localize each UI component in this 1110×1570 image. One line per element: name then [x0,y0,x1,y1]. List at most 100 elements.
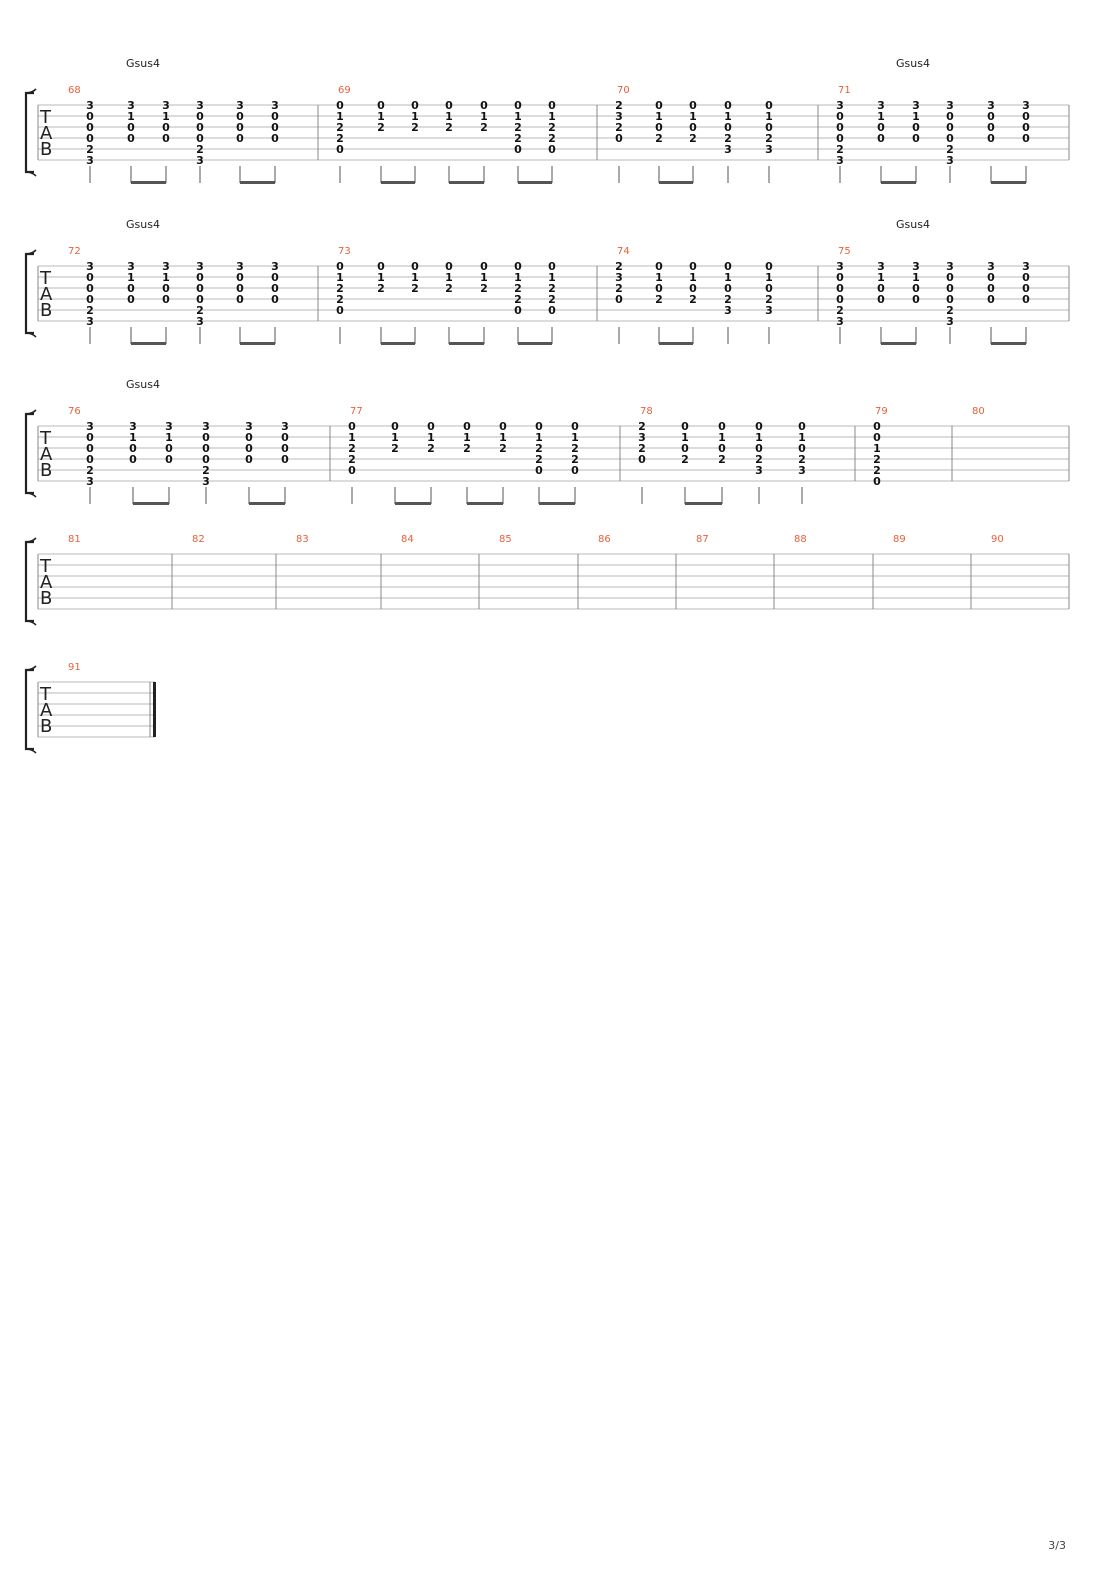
fret-number: 2 [946,304,954,317]
fret-number: 1 [165,431,173,444]
fret-number: 2 [514,282,522,295]
fret-number: 2 [514,293,522,306]
fret-number: 0 [718,442,726,455]
measure-number: 79 [875,406,888,417]
fret-number: 0 [724,99,732,112]
fret-number: 1 [427,431,435,444]
tab-clef-letter: B [40,716,52,737]
fret-number: 1 [548,271,556,284]
fret-number: 2 [202,464,210,477]
fret-number: 0 [427,420,435,433]
fret-number: 0 [86,132,94,145]
tab-clef-letter: T [39,428,52,449]
fret-number: 0 [1022,293,1030,306]
measure-number: 68 [68,85,81,96]
note-beam [449,181,484,184]
fret-number: 2 [348,453,356,466]
fret-number: 2 [571,453,579,466]
measure-number: 69 [338,85,351,96]
fret-number: 3 [127,99,135,112]
fret-number: 3 [196,99,204,112]
note-beam [991,342,1026,345]
fret-number: 3 [1022,260,1030,273]
note-beam [539,502,575,505]
fret-number: 0 [162,282,170,295]
fret-number: 1 [689,271,697,284]
bracket-hook-top [25,88,37,94]
fret-number: 0 [236,132,244,145]
fret-number: 0 [689,282,697,295]
fret-number: 0 [236,271,244,284]
fret-number: 0 [877,293,885,306]
fret-number: 3 [724,143,732,156]
fret-number: 0 [480,260,488,273]
note-beam [518,342,552,345]
fret-number: 3 [202,475,210,488]
fret-number: 2 [655,293,663,306]
fret-number: 2 [724,293,732,306]
fret-number: 3 [877,260,885,273]
fret-number: 2 [718,453,726,466]
fret-number: 2 [548,293,556,306]
fret-number: 0 [912,293,920,306]
measure-number: 84 [401,534,414,545]
tab-clef-letter: B [40,460,52,481]
fret-number: 0 [1022,132,1030,145]
fret-number: 3 [877,99,885,112]
fret-number: 0 [196,110,204,123]
fret-number: 0 [86,271,94,284]
fret-number: 2 [348,442,356,455]
fret-number: 3 [281,420,289,433]
note-beam [659,181,693,184]
bracket-hook-top [25,409,37,415]
fret-number: 0 [377,99,385,112]
fret-number: 0 [127,132,135,145]
fret-number: 0 [1022,110,1030,123]
fret-number: 0 [689,99,697,112]
fret-number: 0 [987,132,995,145]
fret-number: 2 [514,132,522,145]
measure-number: 80 [972,406,985,417]
fret-number: 3 [196,260,204,273]
fret-number: 0 [245,453,253,466]
fret-number: 2 [615,282,623,295]
measure-number: 83 [296,534,309,545]
fret-number: 2 [873,464,881,477]
fret-number: 1 [765,271,773,284]
tab-clef-letter: A [40,444,53,465]
note-beam [240,181,275,184]
system-bracket [24,252,34,335]
fret-number: 2 [571,442,579,455]
tab-clef-letter: A [40,284,53,305]
fret-number: 2 [377,282,385,295]
fret-number: 0 [463,420,471,433]
fret-number: 0 [987,293,995,306]
note-beam [659,342,693,345]
chord-name: Gsus4 [896,218,930,231]
measure-number: 71 [838,85,851,96]
fret-number: 1 [571,431,579,444]
fret-number: 2 [548,132,556,145]
fret-number: 0 [946,271,954,284]
fret-number: 0 [615,293,623,306]
bracket-hook-bottom [25,171,37,177]
fret-number: 0 [336,260,344,273]
tab-clef-letter: A [40,700,53,721]
fret-number: 1 [127,110,135,123]
fret-number: 3 [271,99,279,112]
fret-number: 0 [755,420,763,433]
fret-number: 0 [946,132,954,145]
fret-number: 0 [514,304,522,317]
fret-number: 2 [499,442,507,455]
tab-clef-letter: T [39,268,52,289]
fret-number: 0 [86,282,94,295]
fret-number: 2 [873,453,881,466]
fret-number: 3 [755,464,763,477]
fret-number: 2 [681,453,689,466]
fret-number: 0 [411,260,419,273]
fret-number: 0 [548,143,556,156]
fret-number: 0 [987,282,995,295]
fret-number: 3 [912,260,920,273]
note-beam [395,502,431,505]
